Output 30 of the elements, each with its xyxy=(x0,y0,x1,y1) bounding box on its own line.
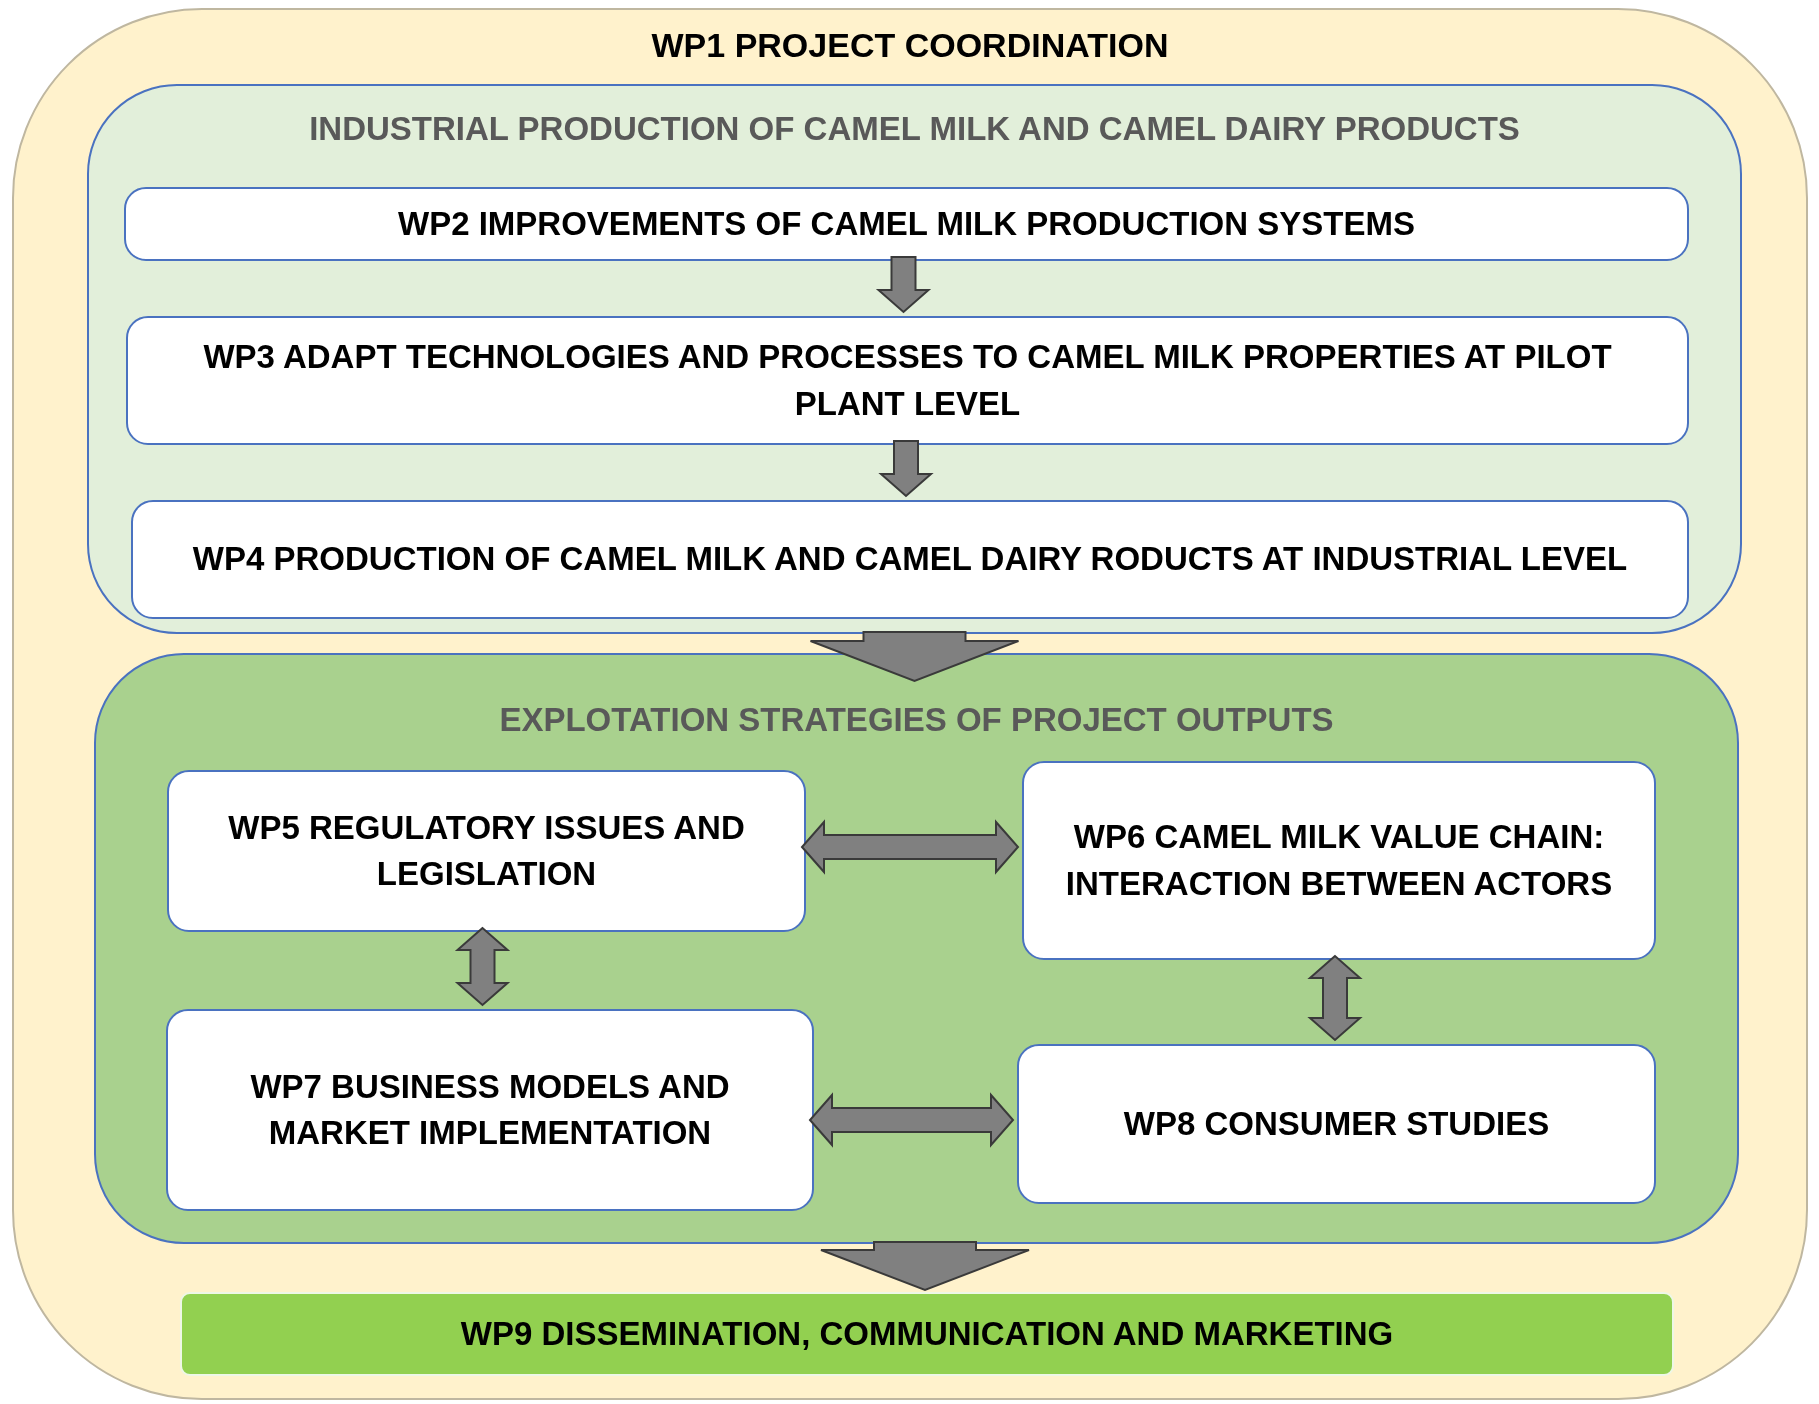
work-package-box xyxy=(126,316,1689,445)
work-package-box xyxy=(166,1009,814,1211)
block-arrow xyxy=(1307,954,1363,1042)
box-label: WP5 REGULATORY ISSUES AND LEGISLATION xyxy=(227,807,746,894)
section-title: INDUSTRIAL PRODUCTION OF CAMEL MILK AND CAMEL DAIRY PRODUCTS xyxy=(309,109,1520,149)
block-arrow xyxy=(875,256,932,314)
box-label: WP7 BUSINESS MODELS AND MARKET IMPLEMENTATION xyxy=(249,1066,731,1153)
block-arrow xyxy=(800,819,1020,875)
section-panel xyxy=(94,653,1739,1244)
block-arrow xyxy=(820,1241,1030,1292)
block-arrow xyxy=(809,631,1020,683)
box-label: WP3 ADAPT TECHNOLOGIES AND PROCESSES TO CAMEL MILK PROPERTIES AT PILOT PLANT LEVEL xyxy=(202,337,1613,424)
work-package-box xyxy=(124,187,1689,261)
work-package-box xyxy=(131,500,1689,619)
block-arrow xyxy=(878,440,934,498)
box-label: WP6 CAMEL MILK VALUE CHAIN: INTERACTION BETWEEN ACTORS xyxy=(1064,817,1614,904)
box-label: WP4 PRODUCTION OF CAMEL MILK AND CAMEL DAIRY RODUCTS AT INDUSTRIAL LEVEL xyxy=(192,539,1628,580)
work-package-box xyxy=(167,770,806,932)
box-label: WP8 CONSUMER STUDIES xyxy=(1123,1103,1550,1144)
section-title: EXPLOTATION STRATEGIES OF PROJECT OUTPUTS xyxy=(499,700,1334,740)
work-package-box xyxy=(1017,1044,1656,1204)
section-title: WP1 PROJECT COORDINATION xyxy=(651,25,1169,66)
section-panel xyxy=(87,84,1742,634)
coordination-panel xyxy=(12,8,1808,1400)
box-label: WP9 DISSEMINATION, COMMUNICATION AND MARKETING xyxy=(460,1313,1394,1354)
block-arrow xyxy=(454,926,511,1007)
work-package-bar xyxy=(180,1292,1674,1376)
work-package-box xyxy=(1022,761,1656,960)
block-arrow xyxy=(808,1092,1015,1148)
box-label: WP2 IMPROVEMENTS OF CAMEL MILK PRODUCTION SYSTEMS xyxy=(398,203,1415,244)
